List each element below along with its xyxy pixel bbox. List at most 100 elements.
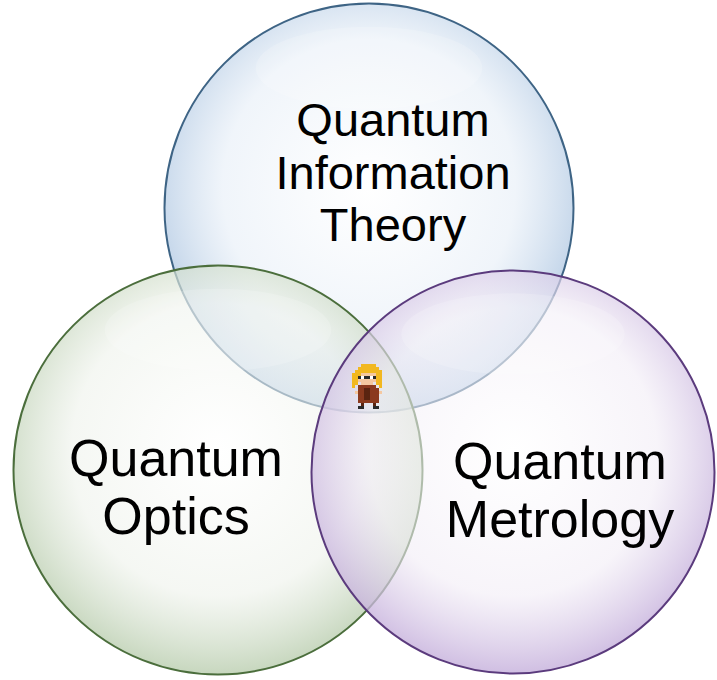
- sprite-pixel: [358, 400, 361, 403]
- circle-label: Quantum Metrology: [435, 432, 685, 548]
- sprite-pixel: [355, 376, 358, 379]
- sprite-pixel: [355, 391, 358, 394]
- sprite-pixel: [367, 376, 370, 379]
- sprite-pixel: [358, 388, 361, 391]
- sprite-pixel: [373, 391, 376, 394]
- sprite-pixel: [361, 376, 364, 379]
- sprite-pixel: [364, 373, 367, 376]
- sprite-pixel: [361, 391, 364, 394]
- sprite-pixel: [379, 379, 382, 382]
- sprite-pixel: [361, 385, 364, 388]
- circle-shape: [312, 271, 715, 674]
- sprite-pixel: [367, 379, 370, 382]
- sprite-pixel: [358, 397, 361, 400]
- sprite-pixel: [352, 382, 355, 385]
- sprite-pixel: [361, 394, 364, 397]
- sprite-pixel: [361, 370, 364, 373]
- sprite-pixel: [370, 370, 373, 373]
- sprite-pixel: [376, 406, 379, 409]
- sprite-pixel: [373, 385, 376, 388]
- sprite-pixel: [379, 382, 382, 385]
- sprite-pixel: [358, 391, 361, 394]
- sprite-pixel: [361, 367, 364, 370]
- sprite-pixel: [361, 373, 364, 376]
- venn-circle: Quantum Metrology: [310, 269, 716, 675]
- sprite-pixel: [352, 376, 355, 379]
- sprite-pixel: [367, 400, 370, 403]
- sprite-pixel: [367, 385, 370, 388]
- sprite-pixel: [361, 406, 364, 409]
- sprite-pixel: [373, 379, 376, 382]
- sprite-pixel: [358, 385, 361, 388]
- sprite-pixel: [361, 400, 364, 403]
- sprite-pixel: [379, 373, 382, 376]
- sprite-pixel: [364, 385, 367, 388]
- sprite-pixel: [364, 382, 367, 385]
- sprite-pixel: [352, 373, 355, 376]
- sprite-pixel: [358, 394, 361, 397]
- sprite-pixel: [376, 397, 379, 400]
- sprite-pixel: [376, 379, 379, 382]
- sprite-pixel: [355, 382, 358, 385]
- sprite-pixel: [361, 379, 364, 382]
- sprite-pixel: [376, 367, 379, 370]
- sprite-pixel: [373, 397, 376, 400]
- circle-gloss: [105, 289, 332, 371]
- circle-gloss: [401, 293, 624, 374]
- sprite-pixel: [376, 376, 379, 379]
- sprite-pixel: [358, 367, 361, 370]
- sprite-pixel: [373, 388, 376, 391]
- sprite-pixel: [376, 391, 379, 394]
- sprite-pixel: [370, 391, 373, 394]
- sprite-pixel: [367, 370, 370, 373]
- sprite-pixel: [361, 382, 364, 385]
- sprite-pixel: [370, 364, 373, 367]
- sprite-pixel: [364, 376, 367, 379]
- sprite-pixel: [379, 376, 382, 379]
- sprite-pixel: [364, 370, 367, 373]
- sprite-pixel: [373, 400, 376, 403]
- sprite-pixel: [364, 400, 367, 403]
- sprite-pixel: [370, 385, 373, 388]
- circle-label: Quantum Information Theory: [258, 94, 528, 252]
- sprite-pixel: [361, 364, 364, 367]
- sprite-pixel: [376, 400, 379, 403]
- sprite-pixel: [379, 385, 382, 388]
- sprite-pixel: [370, 400, 373, 403]
- sprite-pixel: [364, 367, 367, 370]
- sprite-pixel: [373, 394, 376, 397]
- sprite-pixel: [367, 382, 370, 385]
- sprite-pixel: [358, 373, 361, 376]
- sprite-pixel: [376, 382, 379, 385]
- sprite-pixel: [364, 388, 367, 391]
- sprite-pixel: [352, 385, 355, 388]
- sprite-pixel: [358, 379, 361, 382]
- circle-label: Quantum Optics: [51, 429, 301, 545]
- sprite-pixel: [370, 394, 373, 397]
- sprite-pixel: [379, 391, 382, 394]
- sprite-pixel: [376, 394, 379, 397]
- sprite-pixel: [358, 376, 361, 379]
- sprite-pixel: [376, 370, 379, 373]
- sprite-pixel: [370, 397, 373, 400]
- sprite-pixel: [367, 373, 370, 376]
- sprite-pixel: [364, 397, 367, 400]
- sprite-pixel: [373, 376, 376, 379]
- sprite-pixel: [361, 388, 364, 391]
- sprite-pixel: [358, 370, 361, 373]
- sprite-pixel: [361, 397, 364, 400]
- sprite-pixel: [367, 388, 370, 391]
- sprite-pixel: [373, 403, 376, 406]
- sprite-pixel: [370, 376, 373, 379]
- sprite-pixel: [370, 373, 373, 376]
- sprite-pixel: [361, 403, 364, 406]
- sprite-pixel: [364, 379, 367, 382]
- sprite-pixel: [364, 391, 367, 394]
- sprite-pixel: [370, 367, 373, 370]
- sprite-pixel: [376, 388, 379, 391]
- sprite-pixel: [373, 370, 376, 373]
- sprite-pixel: [364, 394, 367, 397]
- sprite-pixel: [379, 370, 382, 373]
- sprite-pixel: [367, 397, 370, 400]
